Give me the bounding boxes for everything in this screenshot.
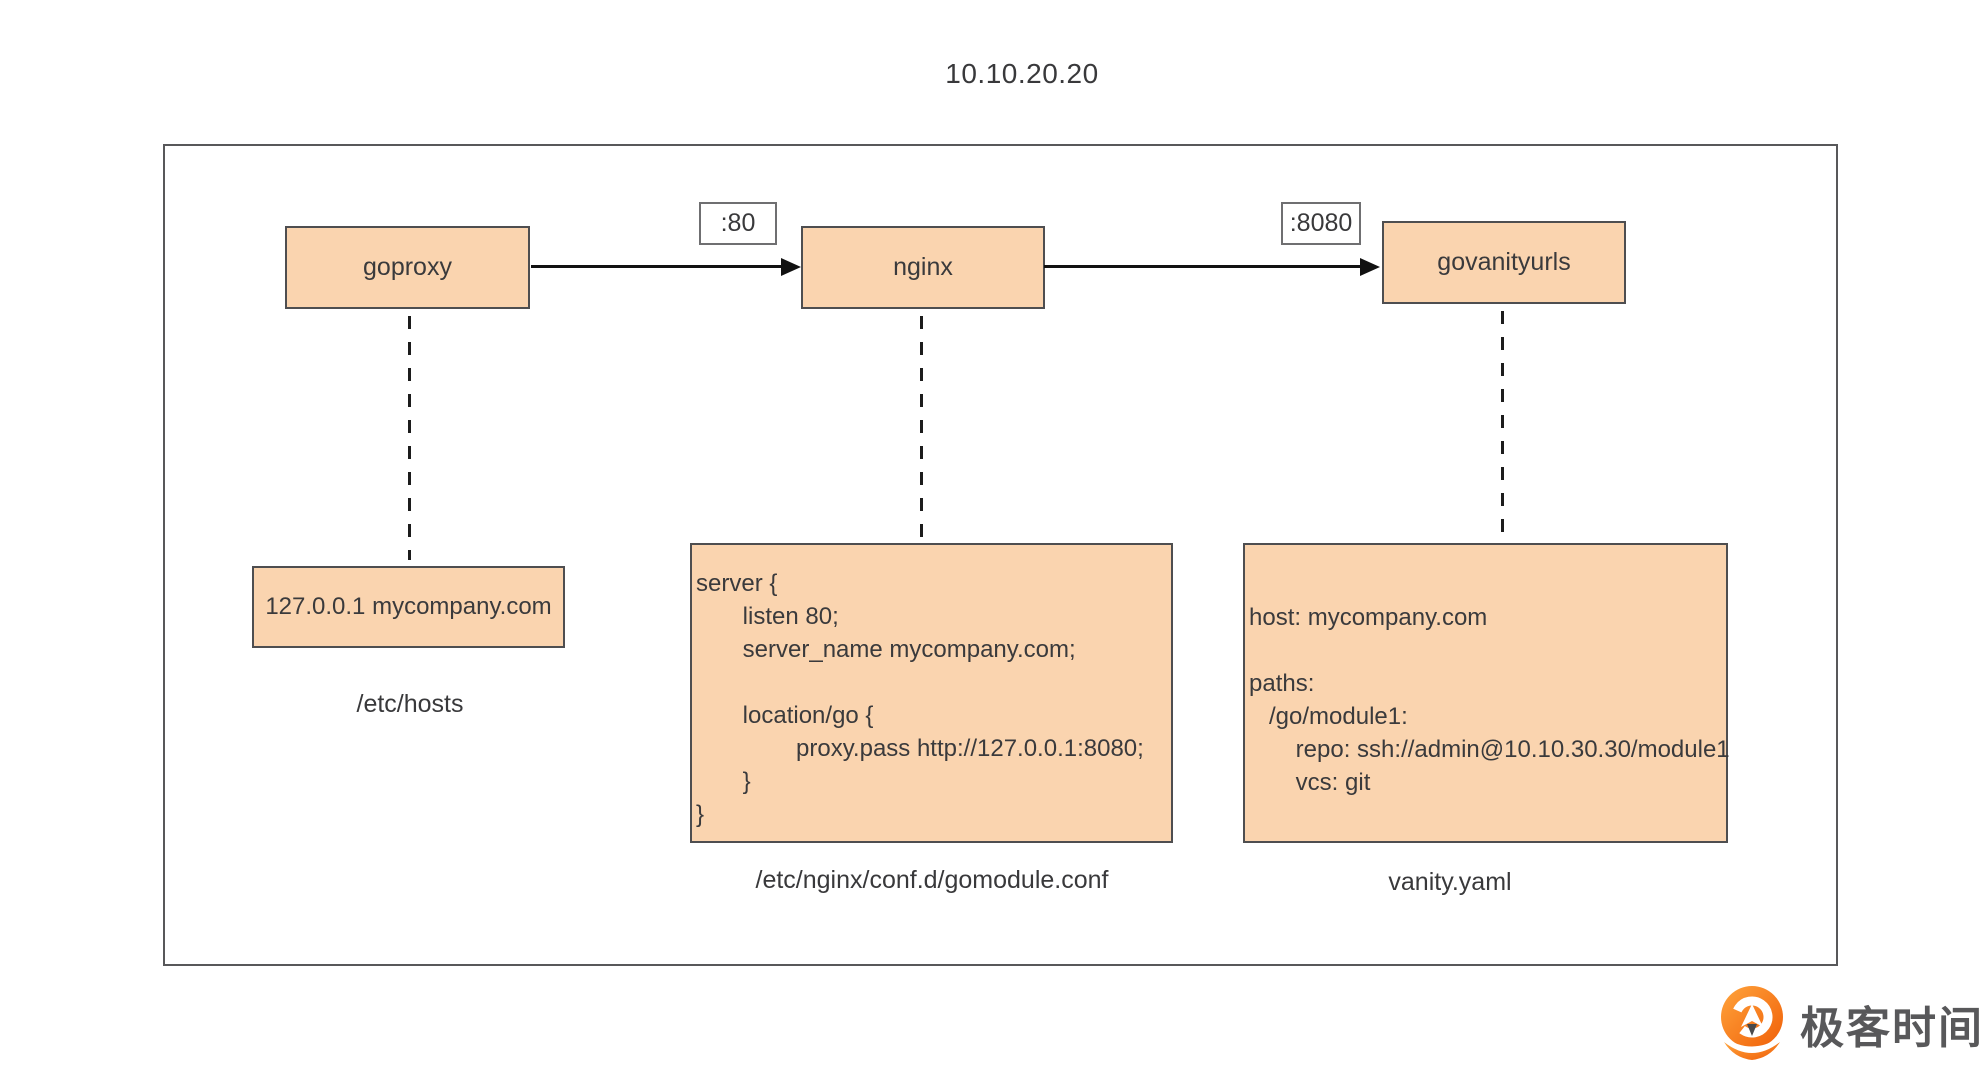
hosts-file-caption: /etc/hosts — [356, 690, 464, 718]
diagram-title: 10.10.20.20 — [945, 58, 1099, 89]
node-govanityurls: govanityurls — [1382, 221, 1626, 304]
node-nginx-label: nginx — [893, 253, 953, 281]
hosts-file-entry: 127.0.0.1 mycompany.com — [265, 593, 552, 620]
nginx-conf-line: proxy.pass http://127.0.0.1:8080; — [696, 735, 1144, 762]
node-goproxy: goproxy — [285, 226, 530, 309]
vanity-yaml-line: paths: — [1249, 670, 1315, 697]
vanity-yaml-line: repo: ssh://admin@10.10.30.30/module1 — [1249, 736, 1730, 763]
node-govanityurls-label: govanityurls — [1437, 248, 1571, 276]
nginx-conf-box: server { listen 80; server_name mycompan… — [690, 543, 1173, 843]
port-80-text: :80 — [720, 209, 756, 237]
vanity-yaml-line: /go/module1: — [1249, 703, 1408, 730]
nginx-conf-line: server { — [696, 570, 778, 597]
arrowhead-goproxy-to-nginx — [781, 258, 801, 276]
arrow-goproxy-to-nginx — [531, 265, 783, 268]
geektime-brand-text: 极客时间 — [1800, 1004, 1980, 1053]
port-8080-text: :8080 — [1289, 209, 1353, 237]
vanity-yaml-box: host: mycompany.com paths: /go/module1: … — [1243, 543, 1730, 843]
node-goproxy-label: goproxy — [363, 253, 452, 281]
nginx-conf-line — [696, 666, 1171, 699]
port-label-80: :80 — [699, 202, 777, 245]
node-nginx: nginx — [801, 226, 1045, 309]
port-label-8080: :8080 — [1281, 202, 1361, 245]
vanity-yaml-line: host: mycompany.com — [1249, 604, 1488, 631]
vanity-yaml-line — [1249, 634, 1726, 667]
nginx-conf-line: } — [696, 801, 705, 828]
nginx-conf-line: listen 80; — [696, 603, 839, 630]
geektime-pin-icon — [1721, 986, 1783, 1060]
dashed-connector-nginx-conf — [920, 316, 923, 538]
nginx-conf-line: } — [696, 768, 751, 795]
vanity-yaml-line: vcs: git — [1249, 769, 1371, 796]
hosts-file-box: 127.0.0.1 mycompany.com — [252, 566, 565, 648]
dashed-connector-goproxy-hosts — [408, 316, 411, 560]
arrow-nginx-to-govanityurls — [1044, 265, 1364, 268]
nginx-conf-line: server_name mycompany.com; — [696, 636, 1076, 663]
nginx-conf-caption: /etc/nginx/conf.d/gomodule.conf — [755, 866, 1109, 894]
geektime-logo: 极客时间 — [1716, 984, 1980, 1064]
vanity-yaml-caption: vanity.yaml — [1388, 868, 1512, 896]
arrowhead-nginx-to-govanityurls — [1360, 258, 1380, 276]
dashed-connector-govanityurls-yaml — [1501, 311, 1504, 538]
nginx-conf-line: location/go { — [696, 702, 874, 729]
